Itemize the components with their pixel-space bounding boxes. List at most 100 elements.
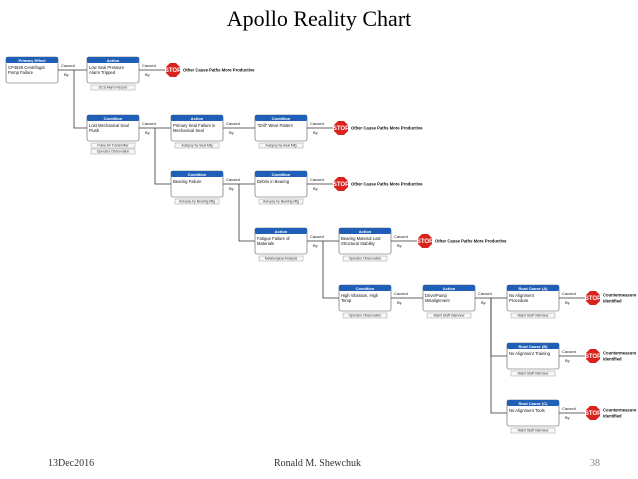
- connector-line: [490, 298, 507, 357]
- node-header-bar: [6, 57, 58, 63]
- caused-by-label: By: [313, 186, 318, 191]
- caused-by-label: By: [64, 72, 69, 77]
- footer-author: Ronald M. Shewchuk: [274, 458, 361, 469]
- caused-by-label: Caused: [142, 63, 156, 68]
- node-header-label: Primary Effect: [18, 58, 46, 63]
- caused-by-label: By: [565, 358, 570, 363]
- footer-page-number: 38: [590, 458, 600, 469]
- evidence-box: [90, 142, 136, 149]
- node-text-line: High Vibration, High: [341, 293, 379, 298]
- caused-by-label: Caused: [394, 291, 408, 296]
- node-header-label: Condition: [272, 172, 291, 177]
- node-header-bar: [171, 115, 223, 121]
- node-text-line: CP4825 Centrifugal: [8, 65, 45, 70]
- stop-sign-label: STOP: [585, 354, 601, 360]
- node-text-line: Lost Mechanical Seal: [89, 123, 129, 128]
- evidence-box: [258, 255, 304, 262]
- evidence-box: [90, 84, 136, 91]
- node-text-line: Materials: [257, 241, 274, 246]
- evidence-box: [426, 312, 472, 319]
- node-header-bar: [507, 400, 559, 406]
- node-header-label: Action: [443, 286, 456, 291]
- evidence-label: Autopsy by Bearing Mfg: [263, 200, 299, 204]
- caused-by-label: Caused: [562, 291, 576, 296]
- evidence-box: [174, 198, 220, 205]
- evidence-label: DCS Alarm Record: [99, 86, 128, 90]
- node-header-label: Action: [359, 229, 372, 234]
- caused-by-label: Caused: [562, 406, 576, 411]
- evidence-label: Maint Staff Interview: [518, 429, 549, 433]
- stop-sign-label: STOP: [333, 126, 349, 132]
- node-text-line: No Alignment Tools: [509, 408, 545, 413]
- evidence-box: [174, 142, 220, 149]
- stop-note: Other Cause Paths More Productive: [351, 126, 423, 131]
- connector-line: [238, 184, 255, 242]
- caused-by-label: By: [313, 130, 318, 135]
- caused-by-label: By: [229, 186, 234, 191]
- footer-date: 13Dec2016: [48, 458, 95, 469]
- connector-line: [73, 70, 87, 129]
- node-text-line: Temp: [341, 298, 352, 303]
- node-header-label: Root Cause (B): [519, 344, 549, 349]
- node-text-line: Drive/Pump: [425, 293, 448, 298]
- node-header-label: Condition: [272, 116, 291, 121]
- stop-note: Other Cause Paths More Productive: [183, 68, 255, 73]
- evidence-label: Maint Staff Interview: [518, 314, 549, 318]
- node-text-line: Alarm Tripped: [89, 70, 116, 75]
- chart-title: Apollo Reality Chart: [226, 6, 412, 31]
- caused-by-label: By: [145, 72, 150, 77]
- caused-by-label: Caused: [562, 349, 576, 354]
- node-header-label: Action: [275, 229, 288, 234]
- connector-line: [154, 128, 171, 185]
- node-text-line: Procedure: [509, 298, 529, 303]
- node-header-label: Action: [191, 116, 204, 121]
- stop-note: Countermeasure: [603, 408, 637, 413]
- caused-by-label: By: [145, 130, 150, 135]
- node-text-line: Misalignment: [425, 298, 451, 303]
- caused-by-label: By: [397, 300, 402, 305]
- node-text-line: Pump Failure: [8, 70, 34, 75]
- caused-by-label: By: [565, 415, 570, 420]
- caused-by-label: Caused: [226, 121, 240, 126]
- node-text-line: Low Seal Pressure: [89, 65, 125, 70]
- node-text-line: No Alignment: [509, 293, 535, 298]
- caused-by-label: Caused: [310, 234, 324, 239]
- stop-sign-label: STOP: [417, 239, 433, 245]
- node-header-label: Action: [107, 58, 120, 63]
- caused-by-label: Caused: [142, 121, 156, 126]
- stop-sign-label: STOP: [165, 68, 181, 74]
- node-text-line: Structural Stability: [341, 241, 376, 246]
- stop-note: Identified: [603, 414, 622, 419]
- node-text-line: Flush: [89, 128, 100, 133]
- connector-line: [490, 298, 507, 414]
- node-header-bar: [87, 115, 139, 121]
- node-text-line: Primary Seal Failure in: [173, 123, 216, 128]
- caused-by-label: By: [229, 130, 234, 135]
- node-header-label: Condition: [356, 286, 375, 291]
- node-header-label: Root Cause (A): [519, 286, 549, 291]
- stop-sign-icon: [333, 120, 349, 136]
- node-text-line: No Alignment Training: [509, 351, 551, 356]
- caused-by-label: Caused: [478, 291, 492, 296]
- evidence-box: [90, 148, 136, 155]
- caused-by-label: Caused: [310, 121, 324, 126]
- evidence-label: Maint Staff Interview: [518, 372, 549, 376]
- caused-by-label: By: [481, 300, 486, 305]
- node-header-bar: [507, 343, 559, 349]
- connector-line: [322, 241, 339, 299]
- node-header-bar: [255, 171, 307, 177]
- stop-sign-icon: [585, 405, 601, 421]
- stop-sign-icon: [333, 176, 349, 192]
- node-text-line: Bearing Material Lost: [341, 236, 381, 241]
- stop-note: Other Cause Paths More Productive: [435, 239, 507, 244]
- node-header-label: Root Cause (C): [519, 401, 549, 406]
- node-text-line: Bearing Failure: [173, 179, 202, 184]
- evidence-label: Operator Observation: [349, 257, 382, 261]
- evidence-box: [510, 312, 556, 319]
- caused-by-label: Caused: [394, 234, 408, 239]
- node-header-bar: [255, 228, 307, 234]
- node-text-line: Mechanical Seal: [173, 128, 204, 133]
- evidence-label: Operator Observation: [97, 150, 130, 154]
- stop-note: Countermeasure: [603, 351, 637, 356]
- evidence-label: Pulse Air Transmitter: [97, 144, 129, 148]
